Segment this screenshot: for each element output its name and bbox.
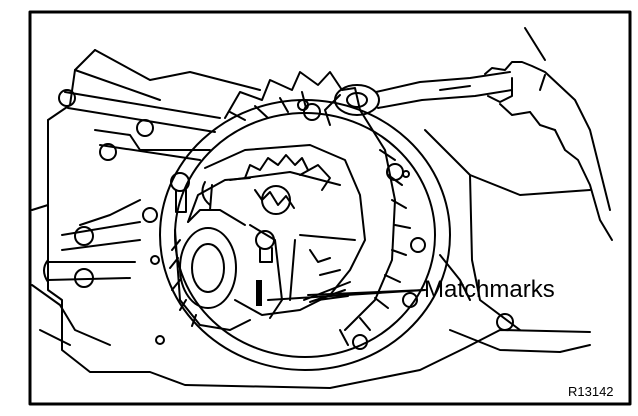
wrench — [324, 71, 513, 126]
housing — [31, 27, 591, 389]
figure-frame — [28, 10, 632, 406]
hand — [484, 61, 613, 241]
bearing-cap — [169, 177, 283, 331]
matchmark-lines — [256, 280, 426, 306]
matchmarks-label: Matchmarks — [424, 276, 555, 303]
pinion-gears — [244, 154, 331, 215]
differential-case — [204, 144, 366, 316]
figure-id: R13142 — [568, 384, 614, 399]
side-ribs — [43, 91, 221, 283]
cap-bolts — [170, 99, 321, 263]
housing-bolts — [58, 89, 514, 350]
